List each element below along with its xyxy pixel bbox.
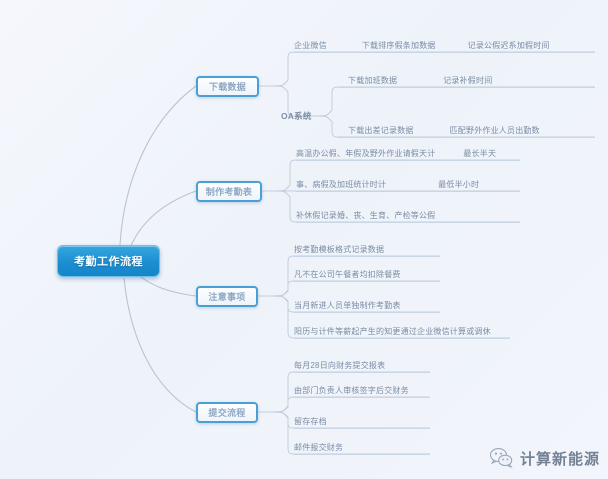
leaf-segment: 事、病假及加班统计时计 [296, 180, 387, 189]
leaf-segment: 记录补假时间 [443, 76, 493, 85]
leaf-segment: 邮件报交财务 [294, 443, 344, 452]
branch-label: 注意事项 [208, 292, 246, 302]
branch-node-notices[interactable]: 注意事项 [196, 286, 258, 307]
branch-node-submit-process[interactable]: 提交流程 [196, 402, 258, 423]
leaf-row[interactable]: 下载加班数据 记录补假时间 [338, 73, 595, 88]
leaf-segment: 企业微信 [294, 41, 327, 50]
leaf-segment: 记录公假迟系加假时间 [467, 41, 550, 50]
branch-label: 提交流程 [208, 408, 246, 418]
leaf-segment: 阳历与计件等薪起产生的知更通过企业微信计算或调休 [294, 327, 491, 336]
leaf-segment: 下载排序假条加数据 [361, 41, 436, 50]
center-node-label: 考勤工作流程 [74, 256, 143, 268]
watermark-text: 计算新能源 [519, 450, 600, 468]
leaf-row[interactable]: 事、病假及加班统计时计 最低半小时 [296, 177, 520, 192]
leaf-segment: 下载出差记录数据 [348, 126, 414, 135]
leaf-row[interactable]: 按考勤模板格式记录数据 [294, 242, 440, 257]
wechat-icon [488, 445, 514, 471]
sub-label-oa-system: OA系统 [281, 111, 312, 121]
leaf-segment: 最长半天 [463, 149, 497, 158]
leaf-segment: 下载加班数据 [348, 76, 398, 85]
leaf-row[interactable]: 凡不在公司午餐者均扣除餐费 [294, 267, 440, 282]
leaf-segment: 补休假记录婚、丧、生育、产检等公假 [296, 211, 436, 220]
leaf-segment: 留存存档 [294, 417, 327, 426]
leaf-row[interactable]: 每月28日向财务提交报表 [294, 358, 430, 373]
branch-label: 下载数据 [208, 82, 247, 92]
leaf-row[interactable]: 由部门负责人审核签字后交财务 [294, 383, 430, 398]
leaf-row[interactable]: 阳历与计件等薪起产生的知更通过企业微信计算或调休 [294, 324, 510, 339]
center-node[interactable]: 考勤工作流程 [57, 245, 160, 277]
leaf-row[interactable]: 高温办公假、年假及野外作业请假天计 最长半天 [296, 146, 520, 161]
leaf-row[interactable]: 邮件报交财务 [294, 440, 430, 455]
leaf-row[interactable]: 当月新进人员单独制作考勤表 [294, 298, 440, 313]
leaf-row[interactable]: 留存存档 [294, 414, 430, 429]
leaf-segment: 凡不在公司午餐者均扣除餐费 [294, 270, 401, 279]
leaf-segment: 最低半小时 [438, 180, 480, 189]
leaf-row[interactable]: 下载出差记录数据 匹配野外作业人员出勤数 [338, 123, 595, 138]
branch-node-download-data[interactable]: 下载数据 [196, 76, 259, 97]
leaf-segment: 每月28日向财务提交报表 [294, 361, 386, 370]
leaf-segment: 高温办公假、年假及野外作业请假天计 [296, 149, 436, 158]
leaf-row[interactable]: 企业微信 下载排序假条加数据 记录公假迟系加假时间 [294, 38, 595, 53]
watermark: 计算新能源 [488, 445, 600, 471]
branch-node-make-attendance-sheet[interactable]: 制作考勤表 [196, 181, 262, 202]
leaf-segment: 当月新进人员单独制作考勤表 [294, 301, 401, 310]
leaf-row[interactable]: 补休假记录婚、丧、生育、产检等公假 [296, 208, 520, 223]
leaf-segment: 由部门负责人审核签字后交财务 [294, 386, 409, 395]
leaf-segment: 按考勤模板格式记录数据 [294, 245, 385, 254]
leaf-segment: 匹配野外作业人员出勤数 [449, 126, 540, 135]
branch-label: 制作考勤表 [205, 187, 253, 197]
